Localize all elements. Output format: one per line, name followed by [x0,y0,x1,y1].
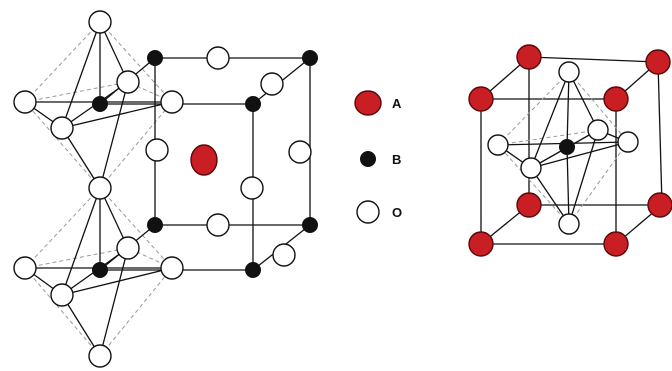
o-atom [88,344,112,368]
o-atom [260,72,284,96]
b-atom [302,50,318,66]
legend-b-swatch [360,151,376,167]
left-structure [13,10,318,368]
o-atom [558,61,580,83]
o-atom [558,213,580,235]
b-atom [147,217,163,233]
a-atom [603,231,629,257]
o-atom [50,116,74,140]
legend-o-label: O [392,205,402,220]
a-atom [190,144,218,176]
o-atom [145,138,169,162]
a-atom [468,86,494,112]
a-atom [516,192,542,218]
legend-item-b: B [360,151,401,167]
o-atom [520,157,542,179]
o-atom [13,90,37,114]
upper-octahedron-dashed-edges [24,21,173,189]
legend: A B O [354,90,402,224]
left-b-atoms [92,50,318,278]
left-o-atoms [13,10,312,368]
legend-item-a: A [354,90,402,116]
legend-item-o: O [356,200,402,224]
b-atom [245,262,261,278]
o-atom [116,70,140,94]
right-o-atoms [487,61,639,235]
legend-a-swatch [354,90,382,116]
o-atom [206,46,230,70]
o-atom [272,243,296,267]
b-atom [92,96,108,112]
legend-b-label: B [392,152,401,167]
right-a-atoms [468,44,672,257]
o-atom [50,283,74,307]
o-atom [88,176,112,200]
o-atom [240,176,264,200]
legend-o-swatch [356,200,380,224]
b-atom [559,139,575,155]
b-atom [245,96,261,112]
o-atom [160,256,184,280]
a-atom [468,231,494,257]
legend-a-label: A [392,96,402,111]
a-atom [647,192,672,218]
o-atom [288,140,312,164]
o-atom [88,10,112,34]
b-atom [147,50,163,66]
o-atom [160,90,184,114]
a-atom [603,86,629,112]
a-atom [645,49,671,75]
o-atom [617,131,639,153]
o-atom [116,236,140,260]
right-structure [468,44,672,257]
right-octahedron-dashed-edges [497,71,629,225]
a-atom [516,44,542,70]
o-atom [587,119,609,141]
lower-octahedron-dashed-edges [24,187,173,357]
o-atom [206,213,230,237]
o-atom [13,256,37,280]
o-atom [487,134,509,156]
b-atom [92,262,108,278]
b-atom [302,217,318,233]
